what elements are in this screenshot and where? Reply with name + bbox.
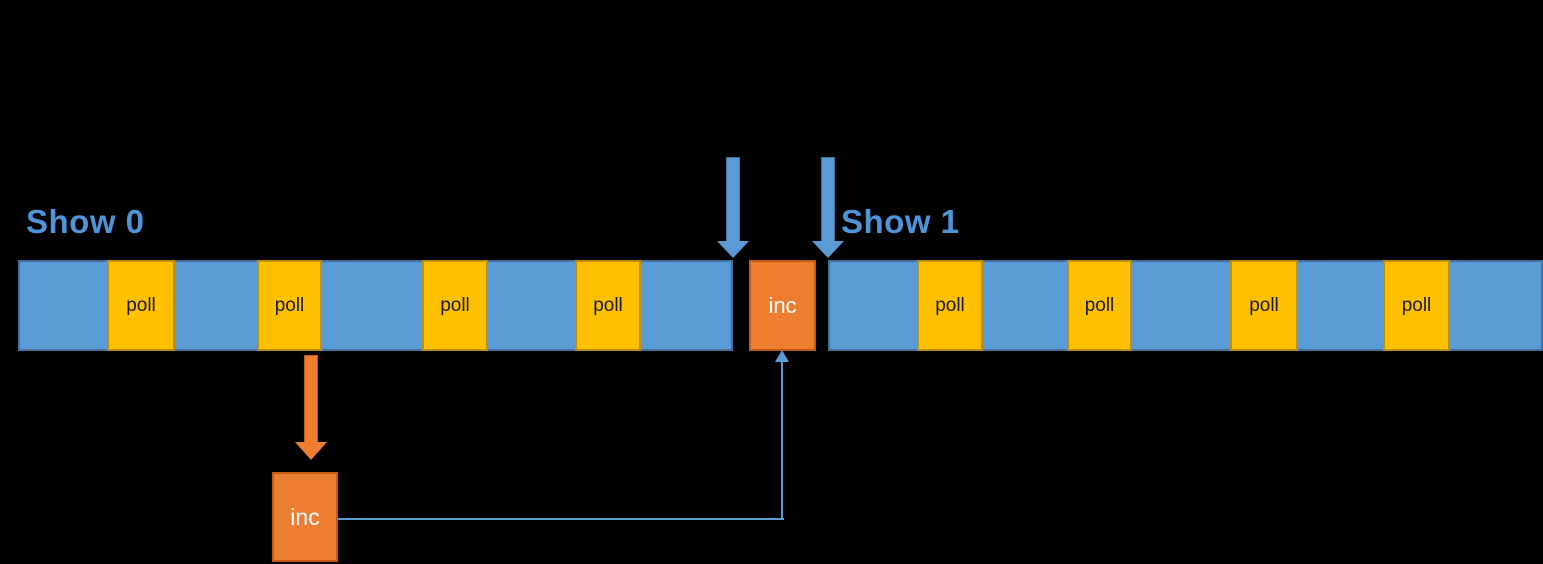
timeline-inc-block: inc bbox=[749, 260, 816, 351]
poll-block: poll bbox=[1230, 260, 1298, 351]
connector-line-vertical bbox=[781, 361, 783, 520]
show-1-event-arrow bbox=[812, 157, 844, 258]
connector-up-arrowhead-icon bbox=[775, 350, 789, 362]
show-0-label: Show 0 bbox=[26, 203, 145, 240]
detail-inc-label: inc bbox=[290, 503, 320, 530]
poll-block: poll bbox=[257, 260, 322, 351]
poll-label: poll bbox=[1401, 294, 1432, 316]
poll-block: poll bbox=[107, 260, 175, 351]
arrow-down-head-icon bbox=[812, 241, 844, 258]
arrow-shaft bbox=[821, 157, 835, 242]
poll-label: poll bbox=[1249, 294, 1279, 316]
poll-block: poll bbox=[917, 260, 983, 351]
poll-label: poll bbox=[935, 294, 965, 316]
poll-label: poll bbox=[593, 294, 623, 316]
poll-detail-arrow bbox=[295, 355, 327, 460]
show-0-event-arrow bbox=[717, 157, 749, 258]
poll-label: poll bbox=[274, 294, 305, 316]
arrow-down-head-icon bbox=[295, 442, 327, 460]
poll-block: poll bbox=[575, 260, 641, 351]
show-1-label: Show 1 bbox=[841, 203, 960, 240]
arrow-down-head-icon bbox=[717, 241, 749, 258]
poll-label: poll bbox=[126, 294, 156, 316]
poll-block: poll bbox=[1067, 260, 1132, 351]
arrow-shaft bbox=[726, 157, 740, 242]
poll-block: poll bbox=[422, 260, 488, 351]
poll-label: poll bbox=[1084, 294, 1115, 316]
poll-block: poll bbox=[1383, 260, 1450, 351]
poll-label: poll bbox=[440, 294, 470, 316]
detail-inc-box: inc bbox=[272, 472, 338, 562]
connector-line-horizontal bbox=[338, 518, 784, 520]
arrow-shaft bbox=[304, 355, 318, 442]
inc-label: inc bbox=[768, 292, 797, 318]
